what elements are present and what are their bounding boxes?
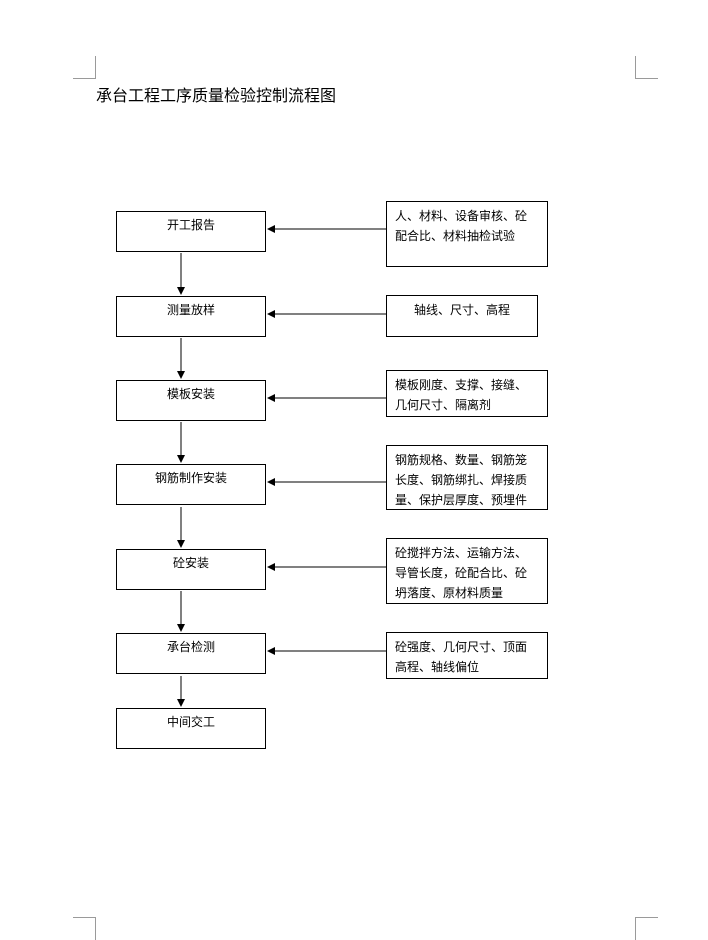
requirement-box-formwork-install[interactable]: 模板刚度、支撑、接缝、 几何尺寸、隔离剂 <box>386 370 548 417</box>
step-box-survey-setout[interactable]: 测量放样 <box>116 296 266 337</box>
requirement-line: 长度、钢筋绑扎、焊接质 <box>395 473 528 487</box>
step-label: 模板安装 <box>166 387 215 401</box>
requirement-line: 坍落度、原材料质量 <box>395 586 504 600</box>
requirement-box-start-report[interactable]: 人、材料、设备审核、砼 配合比、材料抽检试验 <box>386 201 548 267</box>
requirement-line: 高程、轴线偏位 <box>395 660 480 674</box>
requirement-line: 量、保护层厚度、预埋件 <box>395 493 528 507</box>
crop-mark-top-right <box>635 56 658 79</box>
step-label: 钢筋制作安装 <box>154 471 227 485</box>
requirement-box-cap-inspection[interactable]: 砼强度、几何尺寸、顶面 高程、轴线偏位 <box>386 632 548 679</box>
requirement-line: 轴线、尺寸、高程 <box>413 303 510 317</box>
step-box-formwork-install[interactable]: 模板安装 <box>116 380 266 421</box>
requirement-box-concrete-install[interactable]: 砼搅拌方法、运输方法、 导管长度，砼配合比、砼 坍落度、原材料质量 <box>386 538 548 604</box>
step-box-rebar-install[interactable]: 钢筋制作安装 <box>116 464 266 505</box>
step-label: 中间交工 <box>166 715 215 729</box>
crop-mark-top-left <box>73 56 96 79</box>
requirement-line: 几何尺寸、隔离剂 <box>395 398 492 412</box>
step-box-concrete-install[interactable]: 砼安装 <box>116 549 266 590</box>
step-box-cap-inspection[interactable]: 承台检测 <box>116 633 266 674</box>
step-box-interim-handover[interactable]: 中间交工 <box>116 708 266 749</box>
document-title[interactable]: 承台工程工序质量检验控制流程图 <box>96 86 337 105</box>
requirement-line: 人、材料、设备审核、砼 <box>395 209 528 223</box>
requirement-box-rebar-install[interactable]: 钢筋规格、数量、钢筋笼 长度、钢筋绑扎、焊接质 量、保护层厚度、预埋件 <box>386 445 548 510</box>
step-label: 承台检测 <box>166 640 215 654</box>
requirement-line: 模板刚度、支撑、接缝、 <box>395 378 528 392</box>
crop-mark-bottom-right <box>635 917 658 940</box>
requirement-box-survey-setout[interactable]: 轴线、尺寸、高程 <box>386 295 538 337</box>
requirement-line: 导管长度，砼配合比、砼 <box>395 566 528 580</box>
step-label: 砼安装 <box>172 556 209 570</box>
step-label: 开工报告 <box>166 218 215 232</box>
requirement-line: 砼强度、几何尺寸、顶面 <box>395 640 528 654</box>
crop-mark-bottom-left <box>73 917 96 940</box>
step-label: 测量放样 <box>166 303 215 317</box>
requirement-line: 配合比、材料抽检试验 <box>395 229 516 243</box>
requirement-line: 砼搅拌方法、运输方法、 <box>395 546 528 560</box>
requirement-line: 钢筋规格、数量、钢筋笼 <box>395 453 528 467</box>
step-box-start-report[interactable]: 开工报告 <box>116 211 266 252</box>
